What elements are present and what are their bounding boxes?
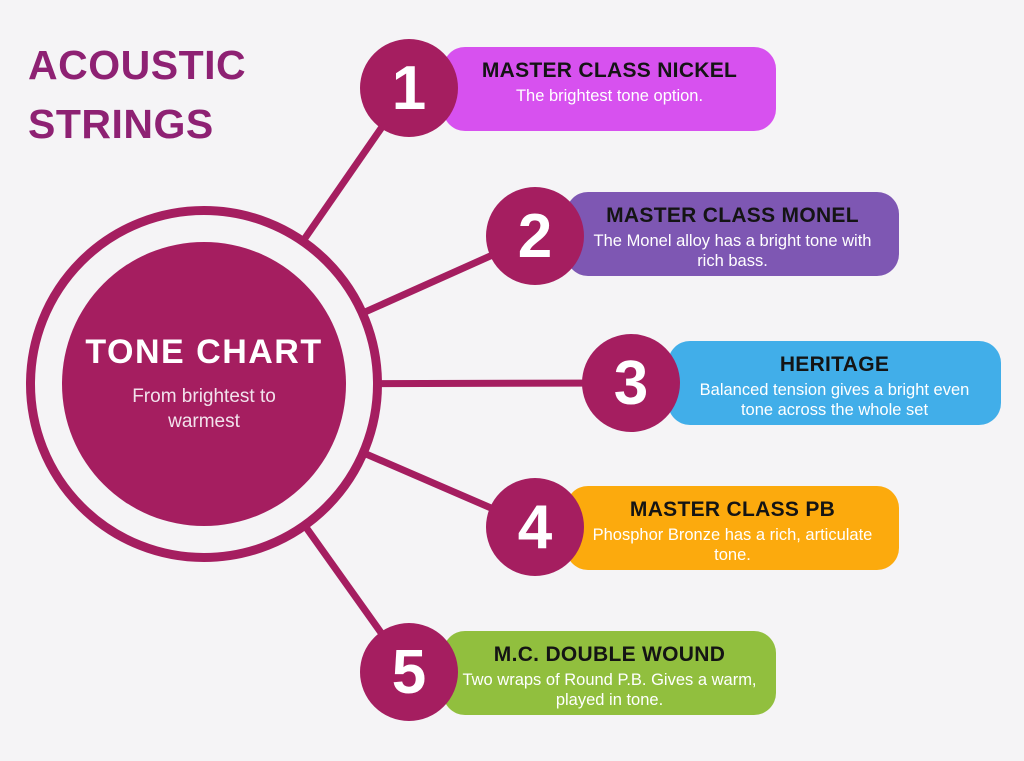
item-title-2: MASTER CLASS MONEL [606, 204, 859, 227]
page-title: ACOUSTIC STRINGS [28, 36, 246, 153]
item-number-4: 4 [517, 492, 553, 562]
hub-subtitle: From brightest to warmest [132, 386, 276, 432]
item-number-circle-1: 1 [360, 39, 458, 137]
item-box-3: HERITAGE Balanced tension gives a bright… [668, 341, 1001, 425]
item-title-3: HERITAGE [779, 353, 890, 376]
item-box-4: MASTER CLASS PB Phosphor Bronze has a ri… [566, 486, 899, 570]
item-box-5: M.C. DOUBLE WOUND Two wraps of Round P.B… [443, 631, 776, 715]
item-number-circle-3: 3 [582, 334, 680, 432]
item-number-2: 2 [517, 201, 553, 271]
item-description-5: Two wraps of Round P.B. Gives a warm, pl… [462, 671, 757, 710]
item-title-5: M.C. DOUBLE WOUND [493, 643, 726, 666]
item-box-2: MASTER CLASS MONEL The Monel alloy has a… [566, 192, 899, 276]
item-description-1: The brightest tone option. [515, 87, 704, 105]
item-number-circle-4: 4 [486, 478, 584, 576]
item-description-2: The Monel alloy has a bright tone with r… [593, 232, 872, 271]
page-title-line2: STRINGS [28, 100, 214, 147]
item-number-3: 3 [613, 348, 649, 418]
item-number-circle-5: 5 [360, 623, 458, 721]
item-number-circle-2: 2 [486, 187, 584, 285]
hub-circle: TONE CHART From brightest to warmest [62, 242, 346, 526]
item-box-1: MASTER CLASS NICKEL The brightest tone o… [443, 47, 776, 131]
hub-title: TONE CHART [85, 333, 323, 372]
item-description-3: Balanced tension gives a bright even ton… [699, 381, 970, 420]
item-title-4: MASTER CLASS PB [629, 498, 836, 521]
item-title-1: MASTER CLASS NICKEL [481, 59, 738, 82]
item-description-4: Phosphor Bronze has a rich, articulate t… [592, 526, 873, 565]
item-number-5: 5 [391, 637, 427, 707]
item-number-1: 1 [391, 53, 427, 123]
page-title-line1: ACOUSTIC [28, 42, 247, 88]
